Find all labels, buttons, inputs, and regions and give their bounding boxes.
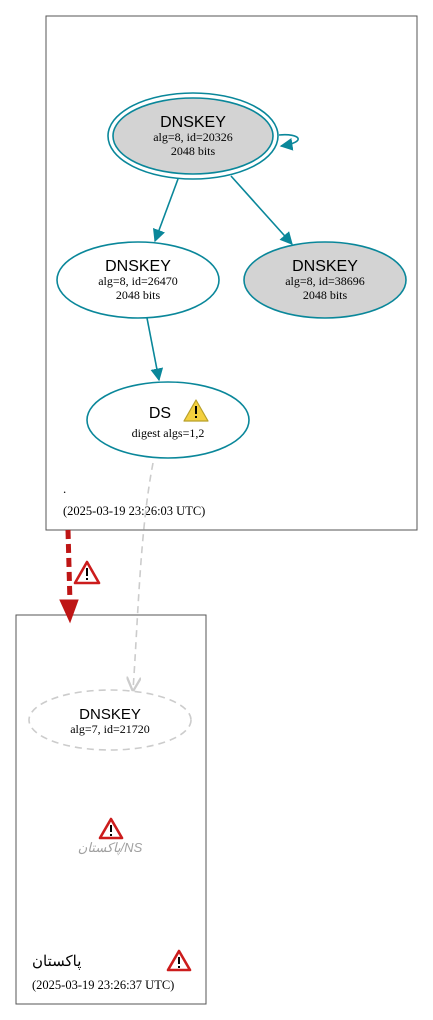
dnskey-node-26470[interactable]: DNSKEY alg=8, id=26470 2048 bits	[56, 241, 220, 319]
zsk-title: DNSKEY	[105, 258, 171, 275]
child-zone-box	[15, 614, 207, 1005]
zsk-alg-id: alg=8, id=26470	[98, 274, 178, 288]
ksk-bits: 2048 bits	[171, 144, 216, 158]
dnskey-node-21720[interactable]: DNSKEY alg=7, id=21720	[28, 689, 192, 751]
ds-node[interactable]: DS digest algs=1,2	[86, 381, 250, 459]
ksk-to-key3-edge	[230, 175, 293, 245]
delegation-edge	[65, 529, 73, 604]
dnskey-node-ksk[interactable]: DNSKEY alg=8, id=20326 2048 bits	[107, 92, 279, 180]
error-triangle-icon	[73, 560, 101, 585]
ds-title: DS	[149, 405, 171, 422]
root-zone-box	[45, 15, 418, 531]
child-key-title: DNSKEY	[79, 706, 141, 723]
child-zone-name: پاکستان	[32, 953, 81, 970]
key3-bits: 2048 bits	[303, 288, 348, 302]
key3-alg-id: alg=8, id=38696	[285, 274, 365, 288]
ksk-to-zsk-edge	[153, 178, 179, 243]
delegation-arrowhead	[59, 599, 79, 624]
zsk-to-ds-edge	[146, 317, 164, 382]
dnskey-node-38696[interactable]: DNSKEY alg=8, id=38696 2048 bits	[243, 241, 407, 319]
zsk-bits: 2048 bits	[116, 288, 161, 302]
ds-digest-algs: digest algs=1,2	[132, 426, 205, 440]
ksk-alg-id: alg=8, id=20326	[153, 130, 233, 144]
ksk-self-sign-edge	[278, 133, 299, 151]
ksk-title: DNSKEY	[160, 114, 226, 131]
root-zone-timestamp: (2025-03-19 23:26:03 UTC)	[63, 504, 205, 518]
key3-title: DNSKEY	[292, 258, 358, 275]
ds-to-child-key-edge	[133, 462, 154, 690]
ns-node[interactable]: پاکستان/NS	[78, 817, 143, 856]
warning-triangle-icon	[183, 399, 209, 422]
error-triangle-icon	[166, 949, 192, 972]
ns-label: پاکستان/NS	[78, 840, 143, 856]
child-key-alg-id: alg=7, id=21720	[70, 722, 150, 736]
error-triangle-icon	[98, 817, 124, 840]
child-zone-timestamp: (2025-03-19 23:26:37 UTC)	[32, 978, 174, 992]
root-zone-name: .	[63, 481, 66, 496]
